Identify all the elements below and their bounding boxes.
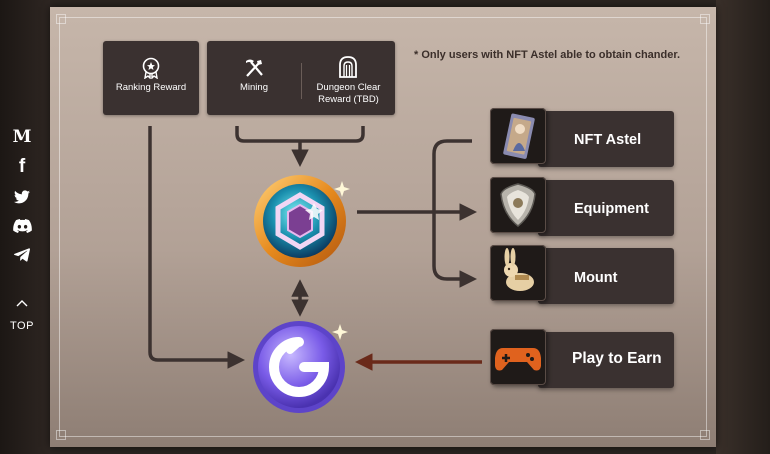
box-divider — [301, 63, 302, 99]
nft-astel-box — [538, 111, 674, 167]
equipment-box — [538, 180, 674, 236]
play-to-earn-label: Play to Earn — [572, 350, 662, 367]
play-to-earn-box — [538, 332, 674, 388]
panel-frame — [59, 17, 707, 437]
dungeon-gate-icon — [338, 56, 358, 83]
mount-thumbnail — [490, 245, 546, 301]
facebook-glyph: f — [18, 156, 26, 177]
play-to-earn-thumbnail — [490, 329, 546, 385]
chevron-up-icon — [6, 296, 38, 310]
dungeon-label-line2: Reward (TBD) — [318, 94, 379, 105]
mining-tools-icon — [243, 57, 265, 84]
nft-astel-label: NFT Astel — [574, 132, 642, 148]
top-button[interactable]: TOP — [6, 296, 38, 332]
dungeon-label: Dungeon Clear Reward (TBD) — [302, 82, 395, 106]
mining-dungeon-box: Mining Dungeon Clear Reward (TBD) — [207, 41, 395, 115]
frame-corner — [700, 14, 710, 24]
mount-label: Mount — [574, 270, 618, 286]
ranking-reward-box: Ranking Reward — [103, 41, 199, 115]
frame-corner — [56, 430, 66, 440]
nft-note: * Only users with NFT Astel able to obta… — [414, 49, 681, 61]
nft-astel-thumbnail — [490, 108, 546, 164]
facebook-icon[interactable]: f — [8, 156, 36, 178]
mining-label: Mining — [240, 82, 268, 93]
discord-icon[interactable] — [8, 215, 36, 237]
telegram-icon[interactable] — [8, 244, 36, 266]
frame-corner — [700, 430, 710, 440]
background-right — [716, 0, 770, 454]
gamepad-icon — [495, 348, 541, 371]
dungeon-label-line1: Dungeon Clear — [316, 82, 381, 93]
mount-box — [538, 248, 674, 304]
equipment-label: Equipment — [574, 201, 649, 217]
twitter-icon[interactable] — [8, 186, 36, 208]
equipment-thumbnail — [490, 177, 546, 233]
game-coin-icon — [252, 320, 352, 425]
background-left — [0, 0, 50, 454]
top-label: TOP — [10, 320, 34, 332]
medium-icon[interactable]: M — [8, 126, 36, 148]
medal-icon — [141, 57, 161, 84]
medium-glyph: M — [12, 127, 32, 147]
chander-token-icon — [252, 173, 352, 278]
ranking-reward-label: Ranking Reward — [115, 82, 187, 93]
frame-corner — [56, 14, 66, 24]
